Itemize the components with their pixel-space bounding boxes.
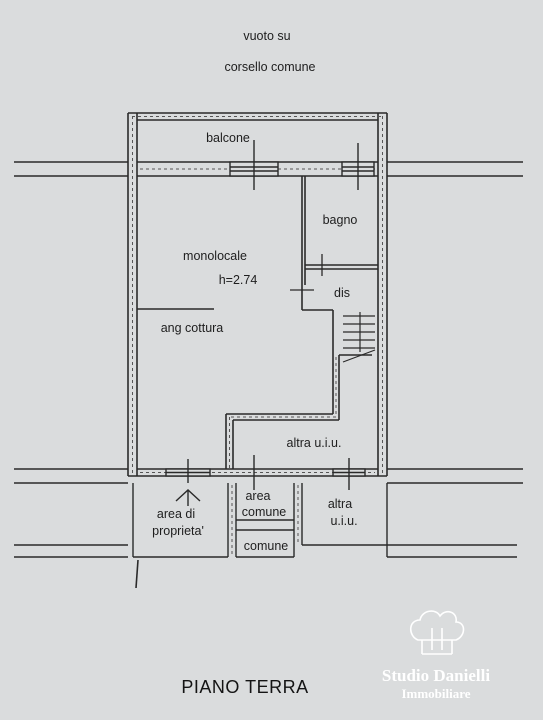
bottom-openings [165, 455, 366, 490]
entry-arrow-icon [175, 489, 201, 506]
floor-title: PIANO TERRA [181, 677, 308, 697]
stairs [342, 312, 376, 363]
label-comune-small: comune [244, 539, 289, 553]
caption-vuoto-su: vuoto su [243, 29, 290, 43]
boundary-tick [135, 559, 139, 589]
logo-subtitle: Immobiliare [401, 686, 470, 701]
label-dis: dis [334, 286, 350, 300]
chef-hat-logo-icon [409, 610, 465, 655]
label-ang-cottura: ang cottura [161, 321, 224, 335]
label-area-di: area di [157, 507, 195, 521]
label-proprieta: proprieta' [152, 524, 204, 538]
external-boundary-lines [14, 161, 523, 558]
internal-wall-hatching [229, 357, 337, 469]
internal-walls [225, 309, 372, 469]
bathroom-walls [301, 176, 378, 310]
label-bagno: bagno [323, 213, 358, 227]
outdoor-areas [132, 483, 388, 558]
label-balcone: balcone [206, 131, 250, 145]
label-altra-uiu-inner: altra u.i.u. [287, 436, 342, 450]
caption-corsello-comune: corsello comune [224, 60, 315, 74]
outdoor-hatching [231, 485, 299, 555]
label-monolocale: monolocale [183, 249, 247, 263]
label-area: area [245, 489, 270, 503]
label-uiu: u.i.u. [330, 514, 357, 528]
logo-name: Studio Danielli [382, 666, 490, 685]
label-height: h=2.74 [219, 273, 258, 287]
balcony-windows [229, 140, 375, 190]
label-altra: altra [328, 497, 352, 511]
label-comune: comune [242, 505, 287, 519]
